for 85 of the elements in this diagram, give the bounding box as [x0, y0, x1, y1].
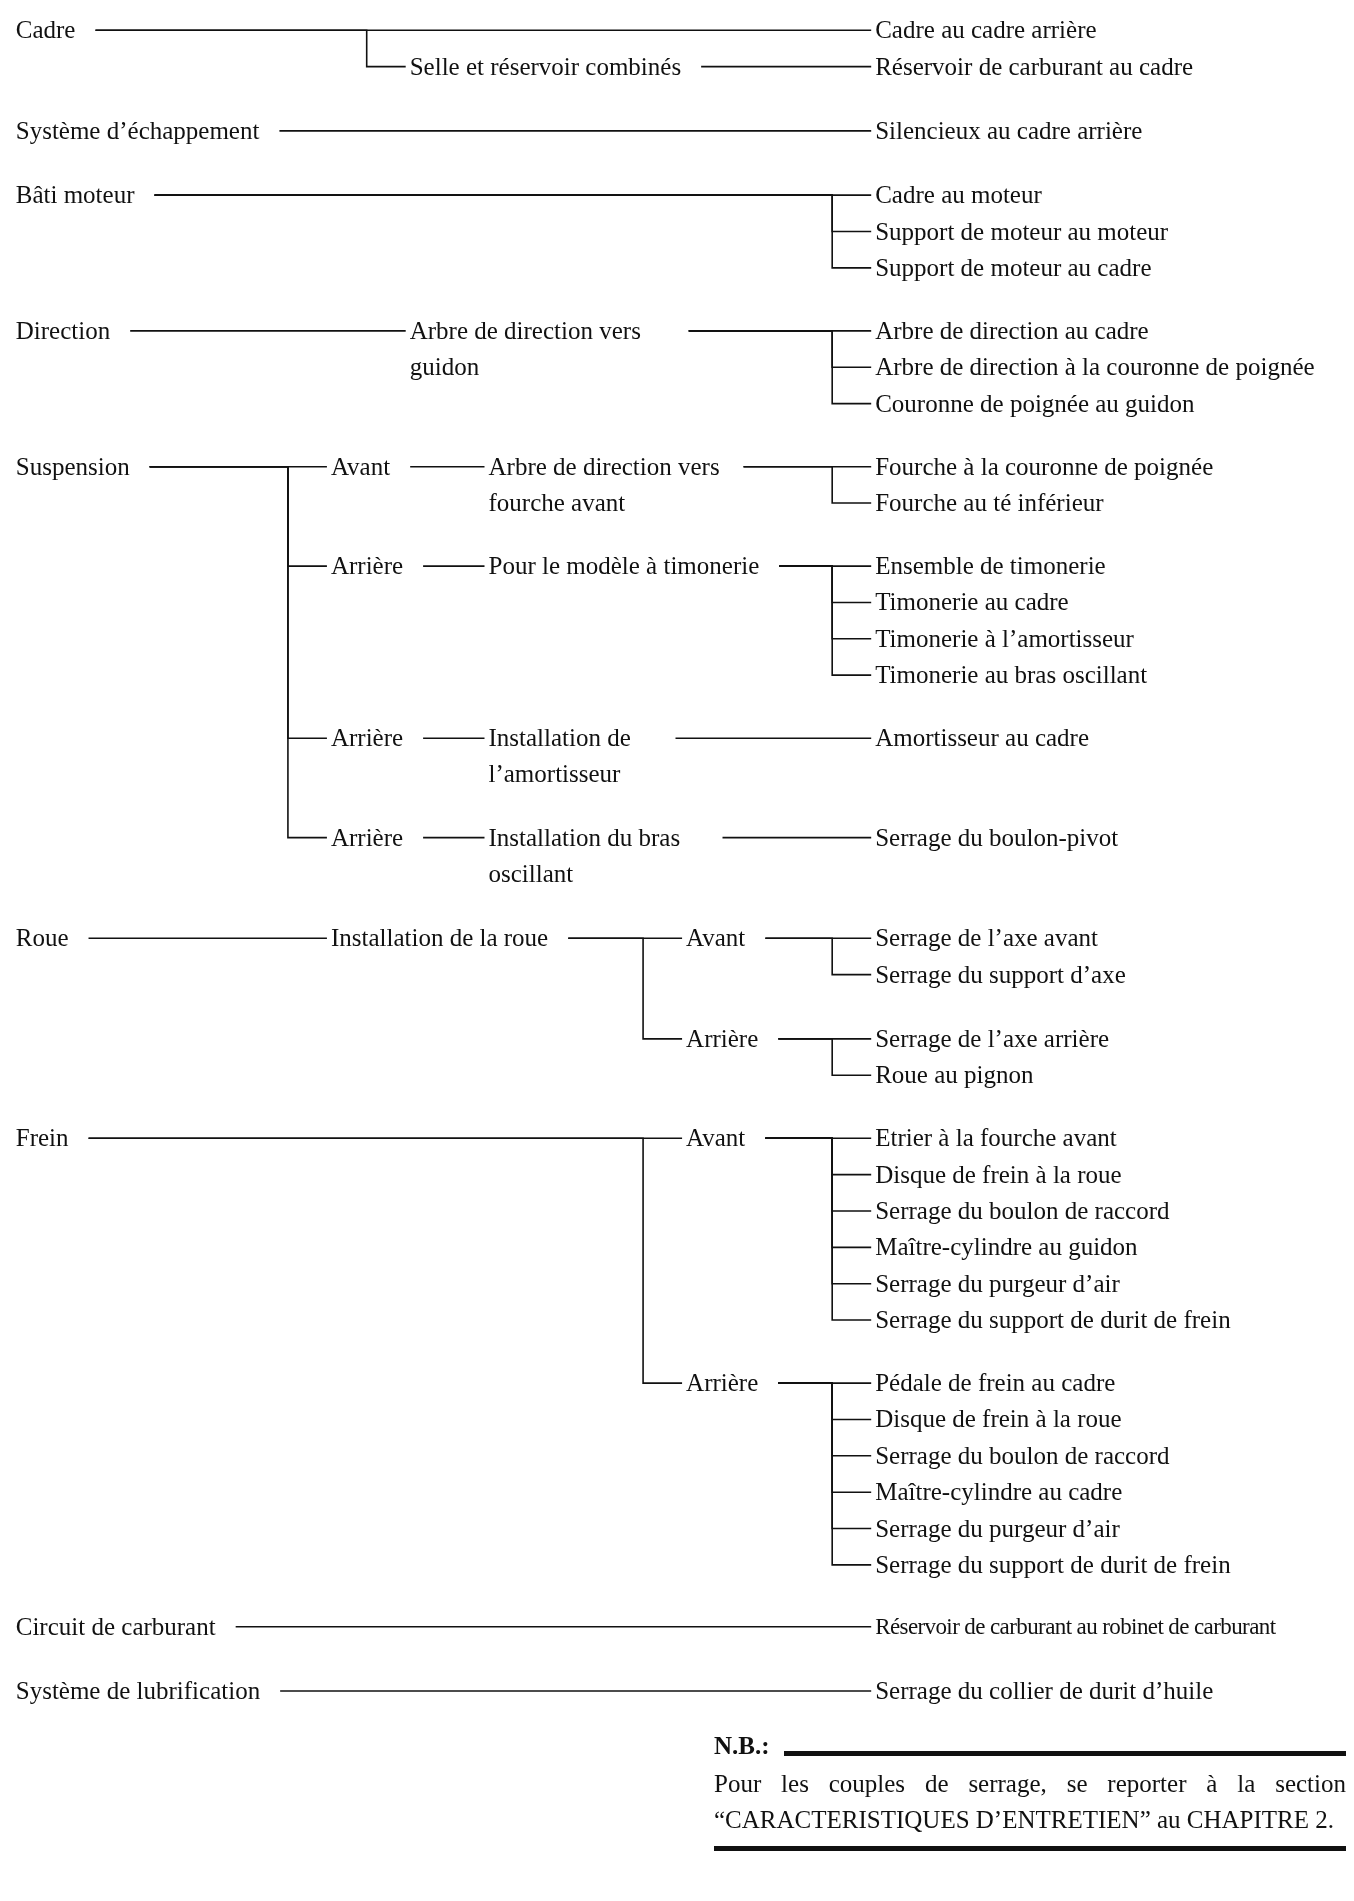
tree-item-label: Arrière: [326, 819, 424, 856]
tree-item-label: Bâti moteur: [11, 177, 155, 214]
tree-item-label: Serrage du boulon de raccord: [871, 1192, 1190, 1229]
tree-item-label: Installation de l’amortisseur: [484, 720, 676, 793]
tree-item-label: Pédale de frein au cadre: [871, 1365, 1136, 1402]
connector-line: [764, 1137, 872, 1321]
connector-line: [721, 836, 872, 839]
tree-item-label: Suspension: [11, 448, 150, 485]
tree-item-label: Serrage du support de durit de frein: [871, 1302, 1251, 1339]
connector-line: [94, 29, 407, 68]
tree-item-label: Arrière: [682, 1365, 779, 1402]
tree-item-label: Disque de frein à la roue: [871, 1156, 1142, 1193]
tree-item-label: Installation de la roue: [326, 920, 569, 957]
connector-line: [567, 937, 683, 1040]
tree-item-label: Direction: [11, 312, 131, 349]
tree-item-label: Serrage du support d’axe: [871, 956, 1146, 993]
tree-item-label: Amortisseur au cadre: [871, 720, 1109, 757]
tree-item-label: Avant: [326, 448, 411, 485]
tree-item-label: Disque de frein à la roue: [871, 1401, 1142, 1438]
connector-line: [148, 465, 328, 839]
tree-item-label: Serrage du purgeur d’air: [871, 1510, 1140, 1547]
tree-item-label: Etrier à la fourche avant: [871, 1120, 1137, 1157]
connector-line: [777, 1382, 872, 1566]
connector-line: [234, 1625, 872, 1628]
tree-item-label: Arbre de direction vers fourche avant: [484, 448, 744, 521]
tree-item-label: Serrage du collier de durit d’huile: [871, 1673, 1234, 1709]
tree-item-label: Roue: [11, 920, 89, 957]
connector-line: [129, 330, 407, 332]
tree-item-label: Maître-cylindre au cadre: [871, 1474, 1143, 1511]
tree-item-label: Arbre de direction au cadre: [871, 312, 1169, 349]
connector-line: [742, 465, 872, 504]
tree-item-label: Frein: [11, 1120, 89, 1157]
tree-item-label: Cadre au moteur: [871, 177, 1062, 214]
connector-line: [409, 465, 486, 468]
tree-item-label: Système d’échappement: [11, 112, 280, 149]
connector-line: [87, 1137, 683, 1384]
connector-line: [700, 65, 872, 68]
note-text: Pour les couples de serrage, se reporter à la section “CARACTERISTIQUES D’ENTRETIEN” au CHAPITRE 2.: [714, 1769, 1346, 1835]
tree-item-label: Serrage du boulon de raccord: [871, 1437, 1190, 1474]
tree-item-label: Avant: [682, 1120, 766, 1157]
connector-line: [687, 330, 872, 405]
tree-item-label: Serrage de l’axe arrière: [871, 1020, 1130, 1057]
tree-item-label: Arbre de direction vers guidon: [405, 312, 689, 385]
tree-item-label: Arrière: [326, 720, 424, 757]
tree-item-label: Ensemble de timonerie: [871, 548, 1126, 585]
tree-item-label: Serrage de l’axe avant: [871, 920, 1118, 957]
tree-item-label: Système de lubrification: [11, 1673, 281, 1709]
tree-item-label: Silencieux au cadre arrière: [871, 112, 1163, 149]
connector-line: [422, 737, 486, 739]
tree-item-label: Arrière: [326, 548, 424, 585]
connector-line: [422, 565, 486, 567]
tree-item-label: Selle et réservoir combinés: [405, 48, 702, 85]
tree-item-label: Arrière: [682, 1020, 779, 1057]
tree-item-label: Fourche au té inférieur: [871, 485, 1124, 522]
tree-item-label: Timonerie à l’amortisseur: [871, 620, 1154, 657]
connector-line: [87, 937, 328, 939]
tree-item-label: Fourche à la couronne de poignée: [871, 448, 1234, 485]
tree-item-label: Support de moteur au cadre: [871, 249, 1172, 286]
tree-item-label: Cadre au cadre arrière: [871, 12, 1117, 49]
tree-item-label: Installation du bras oscillant: [484, 819, 723, 892]
tree-item-label: Couronne de poignée au guidon: [871, 385, 1215, 422]
tree-item-label: Serrage du purgeur d’air: [871, 1265, 1140, 1302]
connector-line: [764, 937, 872, 976]
note-heading: N.B.:: [714, 1731, 770, 1761]
tree-item-label: Cadre: [11, 12, 96, 49]
tree-item-label: Pour le modèle à timonerie: [484, 548, 780, 585]
tree-item-label: Réservoir de carburant au robinet de carburant: [871, 1608, 1296, 1645]
tree-item-label: Timonerie au bras oscillant: [871, 657, 1168, 694]
tree-item-label: Avant: [682, 920, 766, 957]
tree-item-label: Roue au pignon: [871, 1057, 1054, 1094]
tree-item-label: Serrage du support de durit de frein: [871, 1546, 1251, 1583]
connector-line: [777, 1038, 872, 1076]
connector-line: [422, 836, 486, 839]
connector-line: [278, 130, 872, 132]
connector-line: [674, 737, 872, 739]
connector-line: [778, 565, 872, 676]
tree-item-label: Réservoir de carburant au cadre: [871, 48, 1214, 85]
tree-item-label: Support de moteur au moteur: [871, 213, 1189, 250]
connector-line: [279, 1690, 872, 1692]
tree-item-label: Maître-cylindre au guidon: [871, 1229, 1158, 1266]
tree-item-label: Circuit de carburant: [11, 1608, 236, 1645]
tree-item-label: Serrage du boulon-pivot: [871, 819, 1139, 856]
tree-item-label: Arbre de direction à la couronne de poignée: [871, 349, 1335, 386]
tree-item-label: Timonerie au cadre: [871, 584, 1089, 621]
connector-line: [153, 194, 872, 269]
